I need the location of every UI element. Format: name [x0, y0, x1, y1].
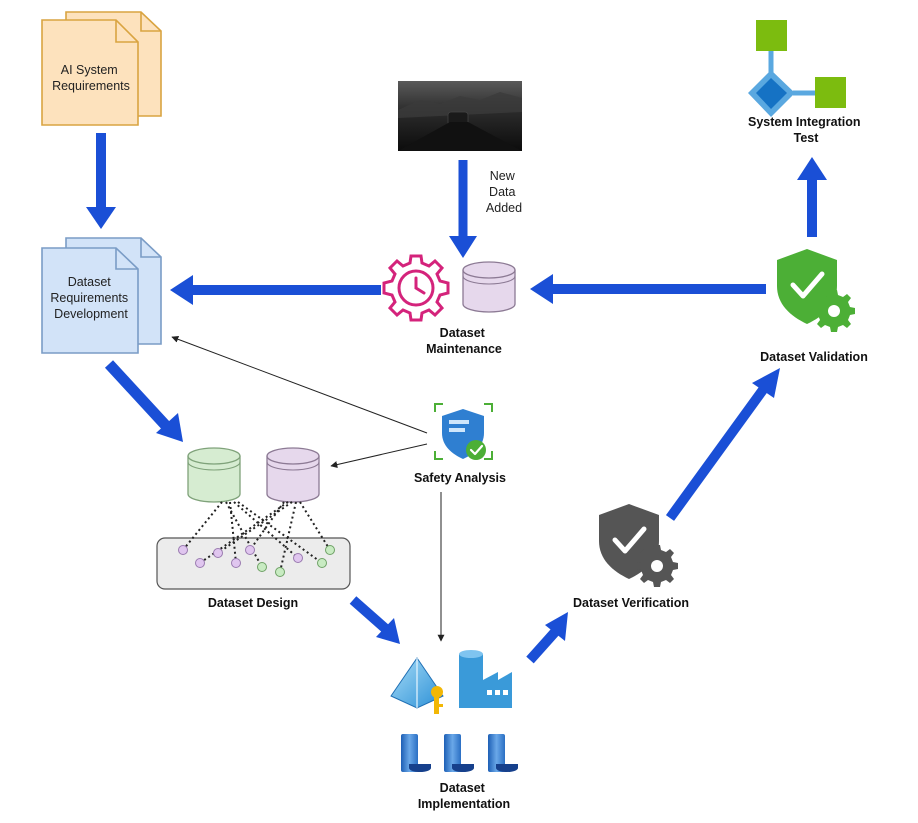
arrow-ai-to-dataset-req: [86, 133, 116, 229]
arrow-dataset-req-to-design: [104, 360, 183, 442]
server-icon: [401, 734, 431, 772]
dataset-requirements-label: Dataset Requirements Development: [50, 275, 131, 321]
arrow-safety-to-dataset-req: [171, 335, 428, 434]
arrow-maintenance-to-dataset-req: [170, 275, 381, 305]
design-dotted-links: [182, 501, 331, 573]
camera-frame-image: [398, 81, 522, 151]
implementation-identity-pyramid-icon: [390, 657, 444, 714]
ai-system-requirements-label: AI System Requirements: [52, 63, 130, 93]
implementation-factory-icon: [459, 650, 512, 708]
arrow-implementation-to-verification: [526, 612, 568, 664]
validation-shield-icon: [777, 249, 855, 332]
ai-system-requirements-doc: AI System Requirements: [41, 11, 162, 126]
dataset-requirements-doc: Dataset Requirements Development: [41, 237, 162, 354]
design-green-database-icon: [187, 447, 241, 503]
safety-analysis-icon: [434, 403, 493, 460]
arrow-camera-to-maintenance: [449, 160, 477, 258]
safety-analysis-label: Safety Analysis: [414, 471, 506, 485]
dataset-implementation-label: Dataset Implementation: [418, 781, 510, 811]
arrow-safety-to-design: [330, 443, 428, 469]
dataset-maintenance-label: Dataset Maintenance: [426, 326, 502, 356]
arrow-validation-to-maintenance: [530, 274, 766, 304]
new-data-added-label: New Data Added: [486, 169, 522, 215]
dataset-verification-label: Dataset Verification: [573, 596, 689, 610]
server-icon: [488, 734, 518, 772]
dataset-design-label: Dataset Design: [208, 596, 298, 610]
flow-arrows: [86, 133, 827, 664]
design-sample-container: [156, 537, 351, 590]
maintenance-gear-clock-icon: [382, 254, 450, 322]
server-icon: [444, 734, 474, 772]
system-integration-test-label: System Integration Test: [748, 115, 864, 145]
arrow-design-to-implementation: [349, 596, 400, 644]
dataset-validation-label: Dataset Validation: [760, 350, 868, 364]
maintenance-database-icon: [462, 261, 516, 313]
verification-shield-icon: [599, 504, 678, 587]
design-sample-points: [178, 545, 335, 577]
arrow-validation-to-integration: [797, 157, 827, 237]
implementation-server-icons: [401, 734, 518, 772]
design-purple-database-icon: [266, 447, 320, 503]
arrow-verification-to-validation: [665, 368, 780, 521]
safety-arrows: [171, 335, 445, 642]
system-integration-icon: [748, 20, 846, 117]
